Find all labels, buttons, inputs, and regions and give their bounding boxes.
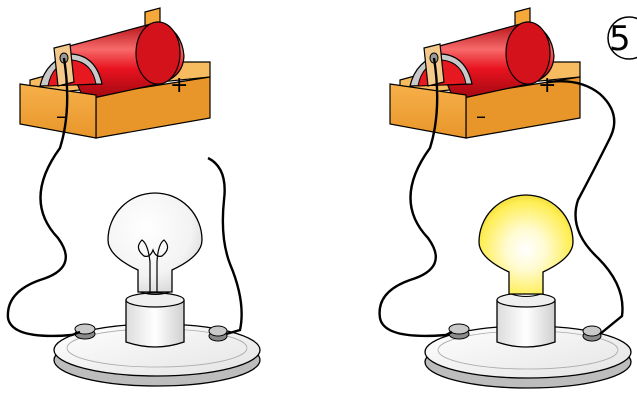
bulb-socket-right <box>496 292 556 348</box>
wire-right-b <box>547 80 624 335</box>
terminal-screw-right-a <box>448 323 470 340</box>
light-bulb-on <box>478 194 574 297</box>
terminal-screw-right-b <box>582 325 602 342</box>
lamp-base-left <box>53 323 261 387</box>
battery-holder-left: – + <box>19 7 211 139</box>
wire-right-a <box>378 57 453 338</box>
wire-left-b <box>207 156 243 336</box>
minus-sign-left: – <box>56 104 66 128</box>
figure-number: 5 <box>607 16 637 60</box>
circuit-closed: – + <box>378 7 632 389</box>
battery-holder-right: – + <box>389 7 581 139</box>
plus-sign-left: + <box>170 73 188 98</box>
wire-left-a <box>6 57 81 338</box>
plus-sign-right: + <box>538 73 556 98</box>
terminal-screw-left-b <box>208 325 228 342</box>
bulb-socket-left <box>125 292 185 348</box>
figure-number-text: 5 <box>609 19 631 59</box>
light-bulb-off <box>107 192 203 295</box>
minus-sign-right: – <box>476 104 486 128</box>
circuit-open: – + <box>6 7 261 387</box>
